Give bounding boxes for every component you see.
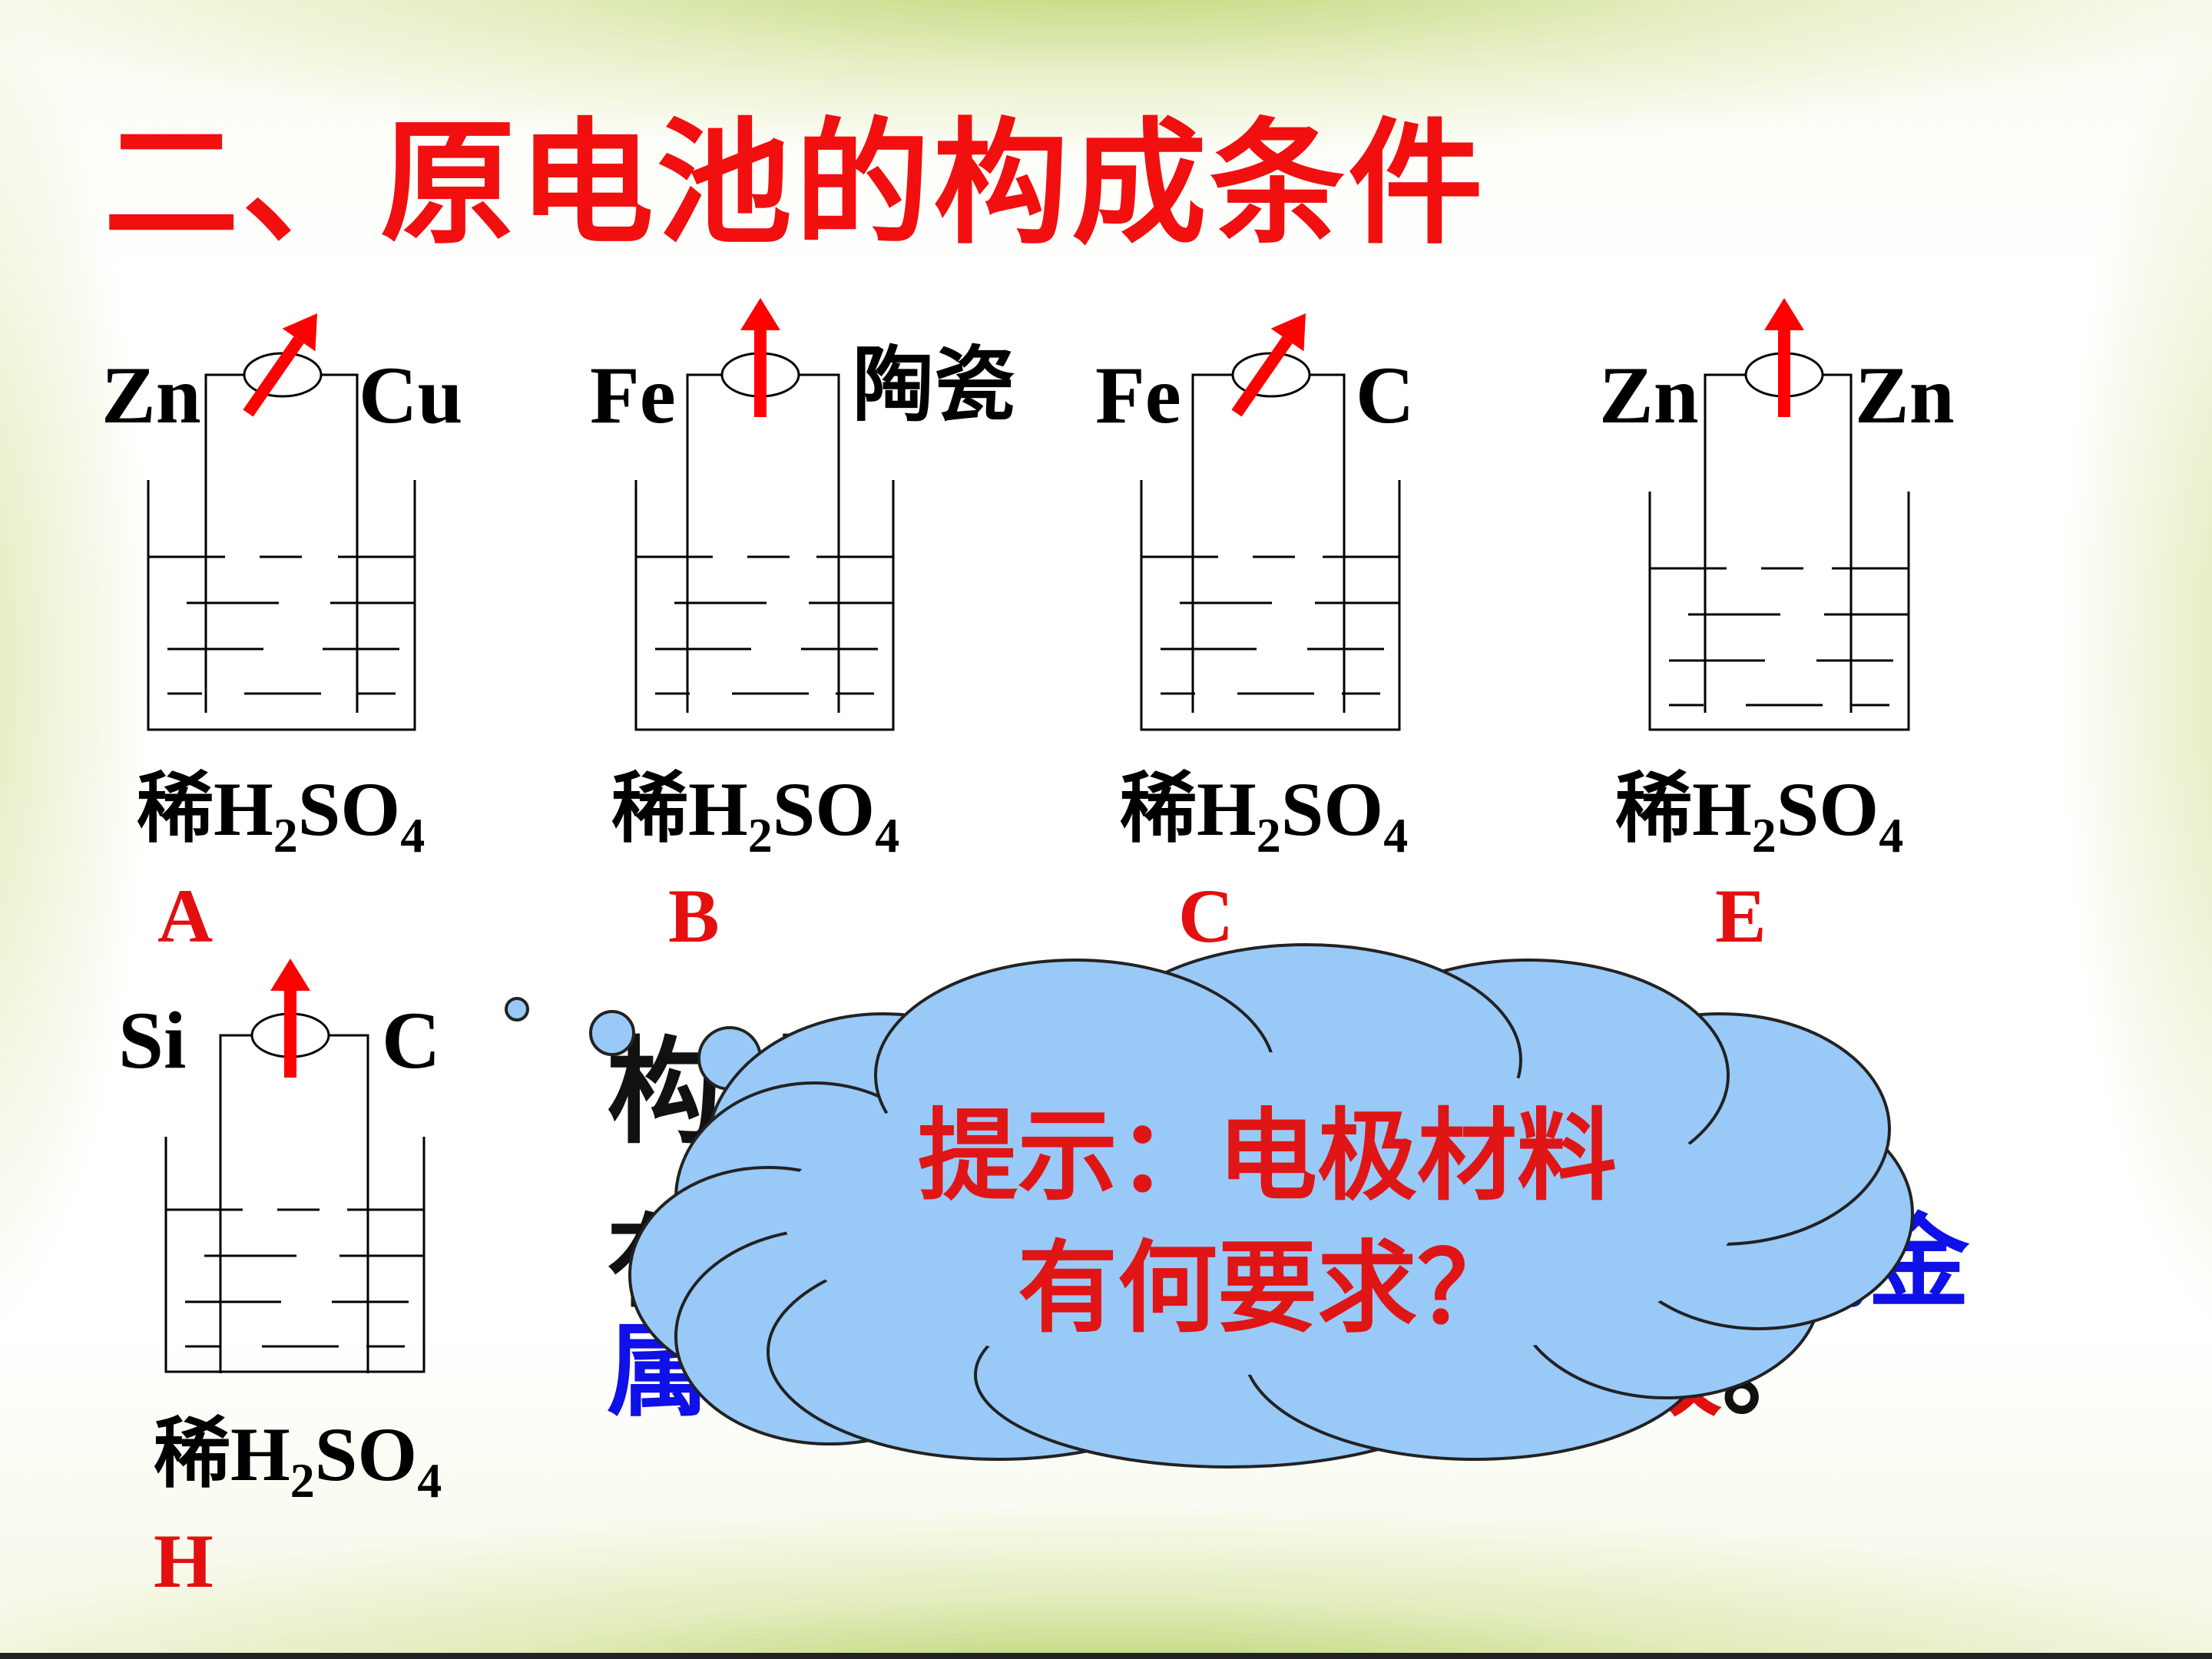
cell-c-right-wire <box>1310 373 1346 713</box>
cell-c-current-arrow <box>1231 336 1293 417</box>
cell-e-arrow-head <box>1764 298 1804 330</box>
cell-a-beaker <box>147 480 416 731</box>
cell-a-solution: 稀H2SO4 <box>137 767 426 863</box>
hint-line-1: 提示：电极材料 <box>917 1098 1617 1214</box>
cell-b-solution: 稀H2SO4 <box>611 767 900 863</box>
hint-line-2: 有何要求？ <box>1017 1229 1517 1346</box>
cell-a-right-wire <box>321 373 359 713</box>
cell-b-left-electrode: Fe <box>590 350 676 440</box>
cell-e-right-wire <box>1823 373 1853 713</box>
cloud-bubble-medium <box>589 1010 635 1056</box>
cell-h-beaker <box>164 1137 426 1373</box>
cell-a-right-electrode: Cu <box>359 350 463 440</box>
cell-e-letter: E <box>1715 873 1767 959</box>
cell-a-left-wire <box>204 373 244 713</box>
cell-e-solution: 稀H2SO4 <box>1615 767 1904 863</box>
cloud-body <box>783 1052 1736 1375</box>
slide-bottom-border <box>0 1653 2212 1659</box>
cell-c-solution: 稀H2SO4 <box>1120 767 1409 863</box>
cell-a-left-electrode: Zn <box>101 350 201 440</box>
cell-b-left-wire <box>686 373 722 713</box>
cell-h-letter: H <box>154 1518 214 1604</box>
cell-b-beaker <box>634 480 895 731</box>
cell-e-beaker <box>1648 492 1910 731</box>
hint-text: 提示：电极材料 有何要求？ <box>768 1091 1767 1354</box>
cell-a-current-arrow <box>243 336 304 417</box>
page-title: 二、原电池的构成条件 <box>104 105 1487 263</box>
cell-e-left-wire <box>1704 373 1746 713</box>
cell-h-arrow-head <box>270 959 310 991</box>
cell-b-arrow-head <box>740 298 780 330</box>
cloud-bubble-small <box>505 997 529 1022</box>
cell-h-right-electrode: C <box>382 995 441 1085</box>
cell-c-left-electrode: Fe <box>1095 350 1181 440</box>
cell-c-letter: C <box>1178 873 1234 959</box>
cell-h-solution: 稀H2SO4 <box>154 1412 442 1508</box>
cell-a-letter: A <box>157 873 214 959</box>
cell-h-right-wire <box>329 1034 369 1373</box>
cell-c-beaker <box>1140 480 1401 731</box>
cell-c-right-electrode: C <box>1356 350 1415 440</box>
cell-h-left-electrode: Si <box>118 995 187 1085</box>
cell-c-arrow-head <box>1270 313 1306 352</box>
cell-b-right-wire <box>799 373 840 713</box>
cell-e-right-electrode: Zn <box>1855 350 1955 440</box>
cell-b-letter: B <box>668 873 720 959</box>
cell-a-arrow-head <box>282 313 317 352</box>
cell-h-left-wire <box>219 1034 252 1373</box>
cell-c-left-wire <box>1191 373 1233 713</box>
cell-b-right-electrode: 陶瓷 <box>853 341 1015 431</box>
cell-e-left-electrode: Zn <box>1599 350 1699 440</box>
